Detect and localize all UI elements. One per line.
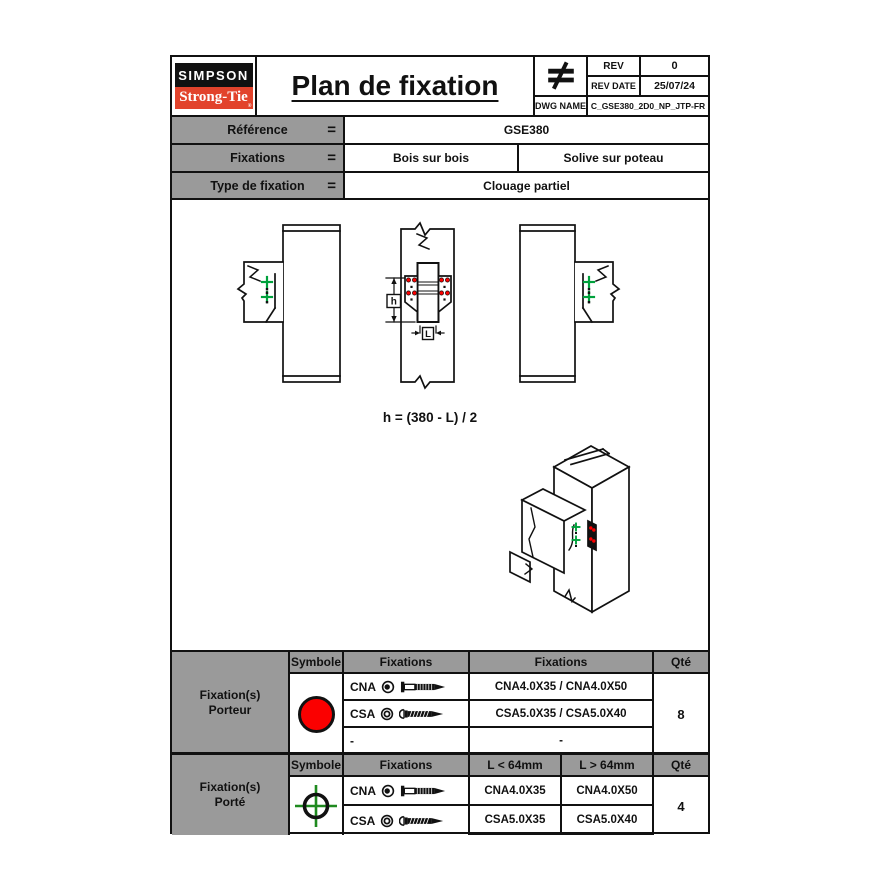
porteur-value-dash: - [470,728,654,754]
header-fixations: Fixations [344,755,470,777]
porte-row-cna: CNA [344,777,470,806]
porte-table: Fixation(s) Porté Symbole Fixations L < … [172,752,708,835]
porteur-value-cna: CNA4.0X35 / CNA4.0X50 [470,674,654,701]
reference-value: GSE380 [345,117,708,145]
porteur-row-csa: CSA [344,701,470,728]
fixations-value-2: Solive sur poteau [519,145,708,173]
fixations-label: Fixations [230,151,285,165]
technical-drawing: h L [236,221,631,614]
fixations-label-cell: Fixations = [172,145,345,173]
page-title: Plan de fixation [291,70,499,101]
rev-label: REV [588,57,641,77]
cna-nail-icon [400,785,446,796]
dwg-name-value: C_GSE380_2D0_NP_JTP-FR [588,97,708,117]
rev-date-label: REV DATE [588,77,641,97]
formula-text: h = (380 - L) / 2 [383,410,477,425]
header-fixations-1: Fixations [344,652,470,674]
header-l-small: L < 64mm [470,755,562,777]
type-fixation-value: Clouage partiel [345,173,708,200]
rev-value: 0 [641,57,708,77]
rev-date-value: 25/07/24 [641,77,708,97]
reference-label-cell: Référence = [172,117,345,145]
logo-simpson: SIMPSON [174,63,253,87]
cna-nail-icon [400,681,446,692]
registered-mark: ® [247,104,252,109]
header-qty: Qté [654,755,708,777]
header-qty: Qté [654,652,708,674]
type-fixation-label: Type de fixation [210,178,305,193]
equals-sign: = [327,149,336,167]
csa-head-icon [381,814,394,827]
porteur-qty: 8 [677,706,685,722]
crosshair-symbol [295,785,337,827]
porte-qty: 4 [677,798,685,814]
red-circle-symbol [297,695,335,733]
type-fixation-label-cell: Type de fixation = [172,173,345,200]
csa-screw-icon [399,815,444,826]
equals-sign: = [327,177,336,194]
porte-row-csa: CSA [344,806,470,835]
nail-dots-red [406,277,450,296]
dimension-L: L [411,325,445,341]
porte-csa-l-small: CSA5.0X35 [470,806,562,835]
porteur-row-dash: - [344,728,470,754]
simpson-strongtie-logo: SIMPSON Strong-Tie® [174,63,253,109]
csa-head-icon [381,707,394,720]
porteur-symbol-cell [290,674,344,754]
header-l-large: L > 64mm [562,755,654,777]
reference-table: Référence = GSE380 Fixations = Bois sur … [172,117,708,200]
csa-screw-icon [399,708,444,719]
porteur-row-label: Fixation(s) Porteur [172,652,290,754]
cna-head-icon [381,680,395,693]
drawing-sheet: SIMPSON Strong-Tie® Plan de fixation REV… [170,55,710,835]
reference-label: Référence [227,123,288,137]
porte-cna-l-small: CNA4.0X35 [470,777,562,806]
dimension-h: h [385,277,416,323]
porte-row-label: Fixation(s) Porté [172,755,290,835]
drawing-view-3d [509,445,631,614]
drawing-view-left [236,224,341,383]
equals-sign: = [327,121,336,139]
logo-strongtie: Strong-Tie® [174,87,253,109]
drawing-view-middle: h L [385,221,455,390]
logo-cell: SIMPSON Strong-Tie® [172,57,257,117]
revision-block: REV 0 REV DATE 25/07/24 DWG NAME C_GSE38… [535,57,708,117]
drawing-area: h L [172,200,708,650]
cna-head-icon [381,784,395,797]
porte-symbol-cell [290,777,344,835]
porte-csa-l-large: CSA5.0X40 [562,806,654,835]
title-cell: Plan de fixation [257,57,535,117]
header-symbole: Symbole [290,755,344,777]
porteur-value-csa: CSA5.0X35 / CSA5.0X40 [470,701,654,728]
dim-L-label: L [425,329,431,340]
porte-cna-l-large: CNA4.0X50 [562,777,654,806]
porteur-row-cna: CNA [344,674,470,701]
dim-h-label: h [391,296,397,307]
not-equal-icon [535,57,588,97]
drawing-view-right [519,224,621,383]
header-symbole: Symbole [290,652,344,674]
dwg-name-label: DWG NAME [535,97,588,117]
porteur-table: Fixation(s) Porteur Symbole Fixations Fi… [172,650,708,754]
fixations-value-1: Bois sur bois [345,145,519,173]
header-fixations-2: Fixations [470,652,654,674]
